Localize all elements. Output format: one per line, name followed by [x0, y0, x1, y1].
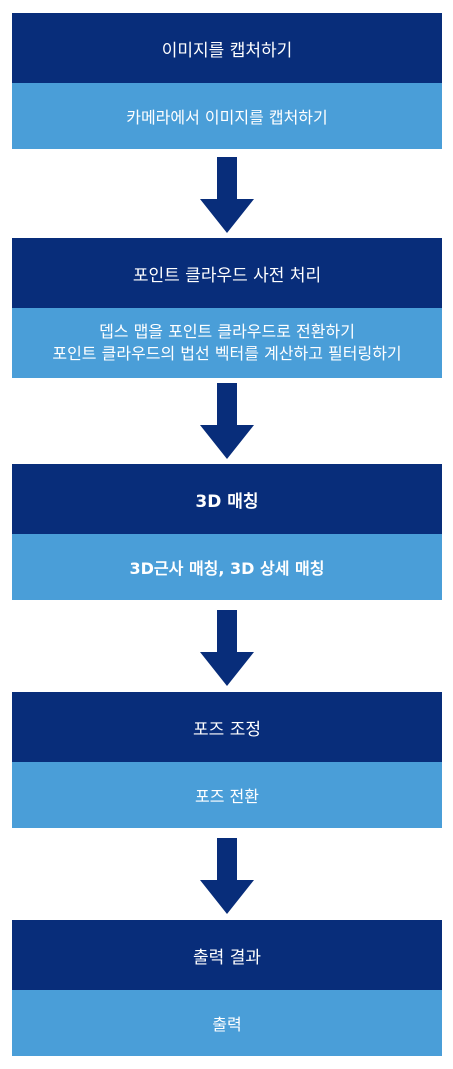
- step-detail: 카메라에서 이미지를 캡처하기: [12, 83, 442, 149]
- down-arrow-icon: [200, 157, 254, 233]
- step-detail: 포즈 전환: [12, 762, 442, 828]
- step-detail: 출력: [12, 990, 442, 1056]
- step-detail-line: 뎁스 맵을 포인트 클라우드로 전환하기: [99, 322, 355, 341]
- step-title: 포즈 조정: [12, 692, 442, 762]
- step-detail: 3D근사 매칭, 3D 상세 매칭: [12, 534, 442, 600]
- step-pose-adjustment: 포즈 조정 포즈 전환: [12, 692, 442, 828]
- step-title: 출력 결과: [12, 920, 442, 990]
- step-title: 3D 매칭: [12, 464, 442, 534]
- step-detail: 뎁스 맵을 포인트 클라우드로 전환하기 포인트 클라우드의 법선 벡터를 계산…: [12, 308, 442, 378]
- step-output-result: 출력 결과 출력: [12, 920, 442, 1056]
- step-capture-image: 이미지를 캡처하기 카메라에서 이미지를 캡처하기: [12, 13, 442, 149]
- down-arrow-icon: [200, 610, 254, 686]
- step-point-cloud-preprocessing: 포인트 클라우드 사전 처리 뎁스 맵을 포인트 클라우드로 전환하기 포인트 …: [12, 238, 442, 378]
- down-arrow-icon: [200, 383, 254, 459]
- step-title: 이미지를 캡처하기: [12, 13, 442, 83]
- step-title: 포인트 클라우드 사전 처리: [12, 238, 442, 308]
- step-detail-line: 포인트 클라우드의 법선 벡터를 계산하고 필터링하기: [52, 344, 402, 363]
- down-arrow-icon: [200, 838, 254, 914]
- step-3d-matching: 3D 매칭 3D근사 매칭, 3D 상세 매칭: [12, 464, 442, 600]
